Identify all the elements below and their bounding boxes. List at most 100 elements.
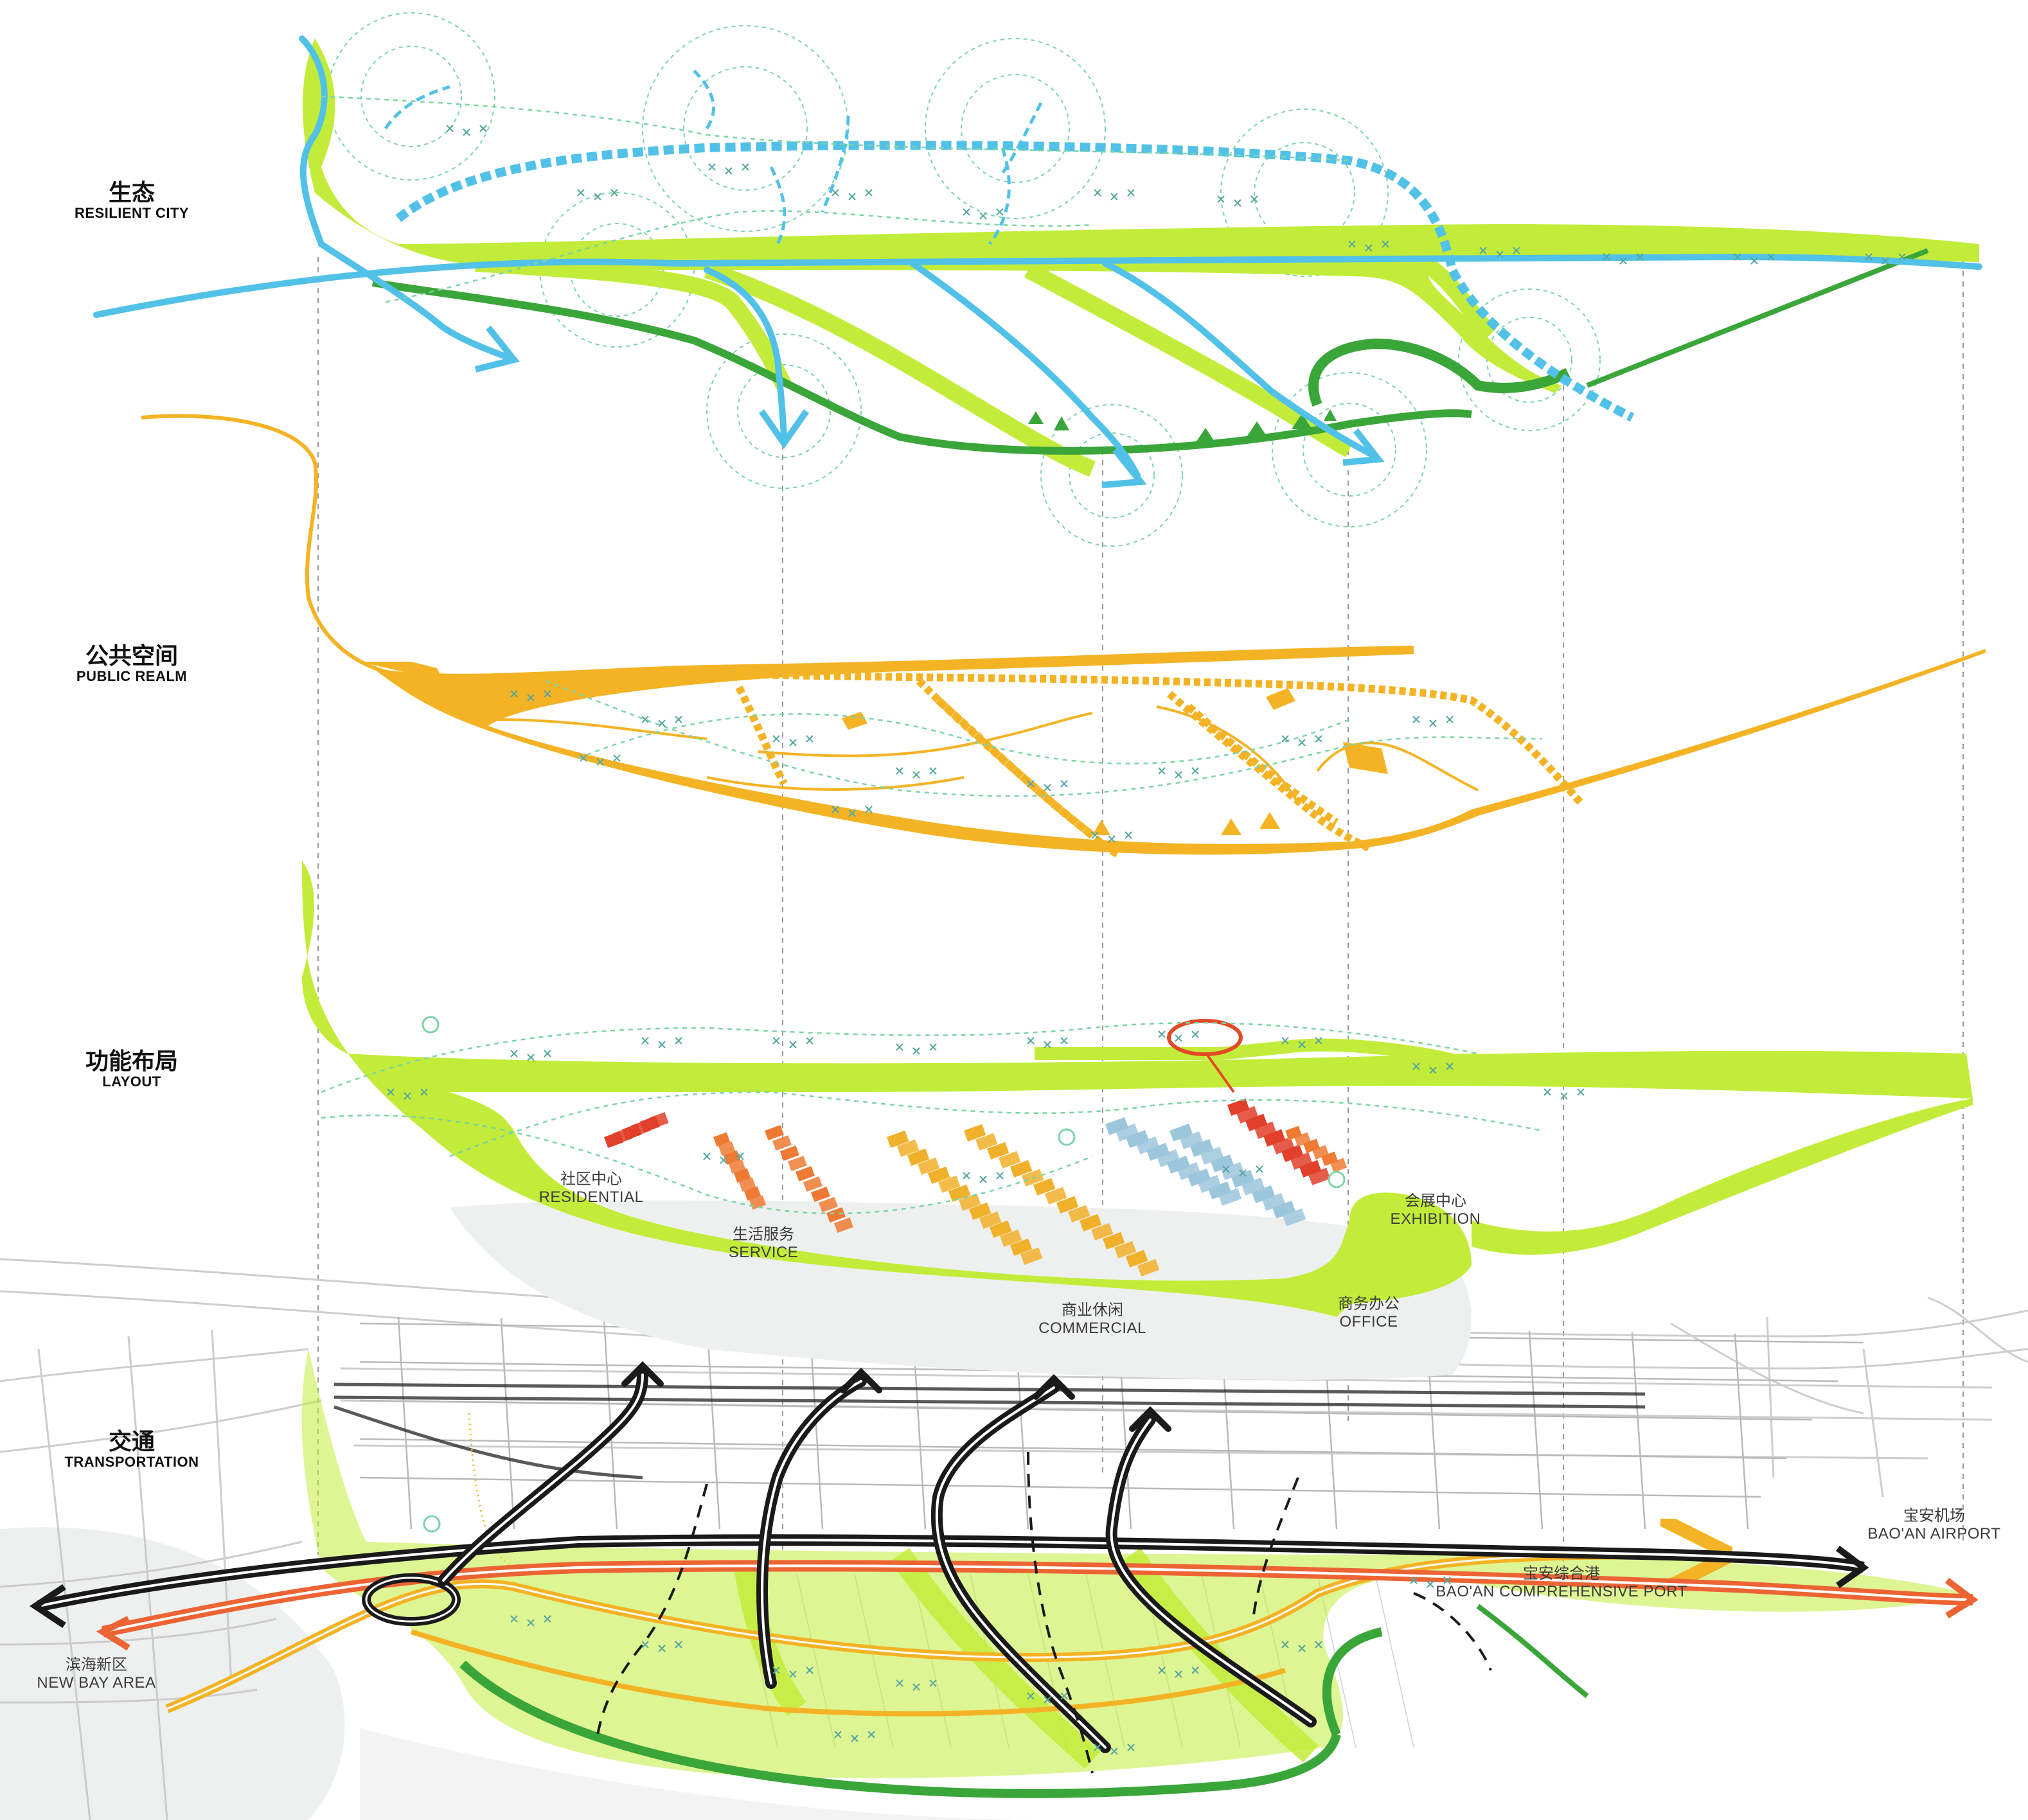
tick-mark [912,1047,920,1055]
service-block [744,1186,761,1201]
office-block [1221,1162,1245,1180]
tick-mark [1044,1696,1051,1704]
service-block [780,1145,799,1162]
tick-mark [641,1641,649,1648]
tick-mark [658,1041,666,1048]
tick-mark [742,163,749,171]
exhibition-block [1281,1144,1304,1162]
tick-mark [675,1641,682,1648]
office-block [1231,1170,1255,1188]
tick-mark [832,806,839,813]
tick-mark [1158,1666,1166,1674]
tick-mark [596,758,604,766]
tick-mark [675,1037,682,1045]
layout-layer [302,861,1973,1533]
eco-circle-inner [1303,403,1396,497]
office-block [1272,1201,1296,1219]
tick-mark [641,1037,649,1045]
tick-mark [544,1050,551,1057]
avenue-arrow-head [840,1367,882,1393]
layer-title-en: RESILIENT CITY [74,204,190,221]
tick-mark [1217,195,1225,203]
place-en: BAO'AN COMPREHENSIVE PORT [1436,1582,1687,1600]
layer-title-zh: 功能布局 [85,1048,178,1075]
tick-mark [1158,767,1166,775]
eco-circle [925,38,1106,219]
service-block [718,1141,736,1156]
avenue-arrow-head [1033,1374,1075,1400]
tick-mark [1125,831,1132,839]
function-zh: 会展中心 [1405,1192,1466,1210]
exhibition-block [1330,1158,1348,1173]
exhibition-block [1263,1129,1286,1147]
layer-label-public-realm: 公共空间 PUBLIC REALM [58,644,206,684]
layer-title-en: PUBLIC REALM [76,667,188,684]
residential-block [649,1112,669,1129]
tick-mark [1175,771,1182,779]
tick-mark [1298,739,1306,747]
office-block [1177,1162,1201,1180]
layer-title-zh: 交通 [108,1429,155,1455]
place-label-port: 宝安综合港 BAO'AN COMPREHENSIVE PORT [1407,1564,1716,1600]
layout-lime-band [302,861,1973,1317]
eco-circle-inner [360,46,462,147]
tick-mark [594,193,601,200]
tick-mark [1222,1165,1230,1173]
tick-mark [641,716,649,723]
service-block [734,1168,751,1183]
office-block [1218,1188,1242,1206]
exhibition-block [1236,1106,1259,1124]
tick-mark [463,128,470,136]
service-block [803,1176,823,1192]
tick-mark [1127,189,1135,197]
tick-mark [1619,257,1627,265]
eco-circle [1040,404,1183,547]
tick-mark [658,720,666,727]
place-zh: 滨海新区 [66,1656,127,1674]
tick-mark [1577,1088,1585,1096]
avenue-arrow-head [621,1361,664,1387]
tick-mark [1429,720,1437,727]
tick-mark [1603,253,1610,261]
exhibition-block [1245,1113,1268,1131]
service-block [796,1166,815,1182]
commercial-block [1080,1214,1102,1232]
place-zh: 宝安综合港 [1523,1564,1600,1582]
tick-mark [479,125,487,132]
tick-mark [896,767,903,775]
ecology-layer [93,12,1982,547]
commercial-block [999,1229,1022,1247]
office-block [1180,1131,1204,1149]
commercial-block [1010,1160,1033,1178]
layer-title-en: TRANSPORTATION [64,1453,199,1470]
link-tick-marks [387,125,1906,1755]
tick-mark [1044,784,1051,791]
commercial-block [928,1166,950,1184]
avenue-arrow-core [1110,1418,1312,1723]
tick-mark [387,1088,395,1096]
service-block [724,1150,741,1165]
tick-mark [996,1172,1004,1179]
office-block [1156,1149,1180,1167]
tick-mark [703,1153,711,1160]
tick-mark [1239,1169,1247,1177]
service-block [788,1156,807,1172]
tick-mark [996,208,1004,216]
layer-label-ecology: 生态 RESILIENT CITY [58,181,206,220]
office-block [1135,1136,1160,1154]
tick-mark [1094,189,1101,197]
public-realm-layer [141,414,1986,858]
commercial-block [968,1202,992,1220]
place-label-airport: 宝安机场 BAO'AN AIRPORT [1851,1506,2018,1542]
tick-mark [527,694,535,702]
office-block [1187,1169,1211,1187]
tick-mark [789,1670,797,1678]
commercial-block [907,1148,930,1166]
tick-mark [963,208,970,216]
eco-circle [1458,288,1601,431]
tick-mark [1479,247,1487,254]
light-rail-loop [165,1555,1696,1717]
transportation-layer [29,1349,1979,1798]
commercial-block [964,1124,986,1142]
tick-mark [929,767,937,775]
